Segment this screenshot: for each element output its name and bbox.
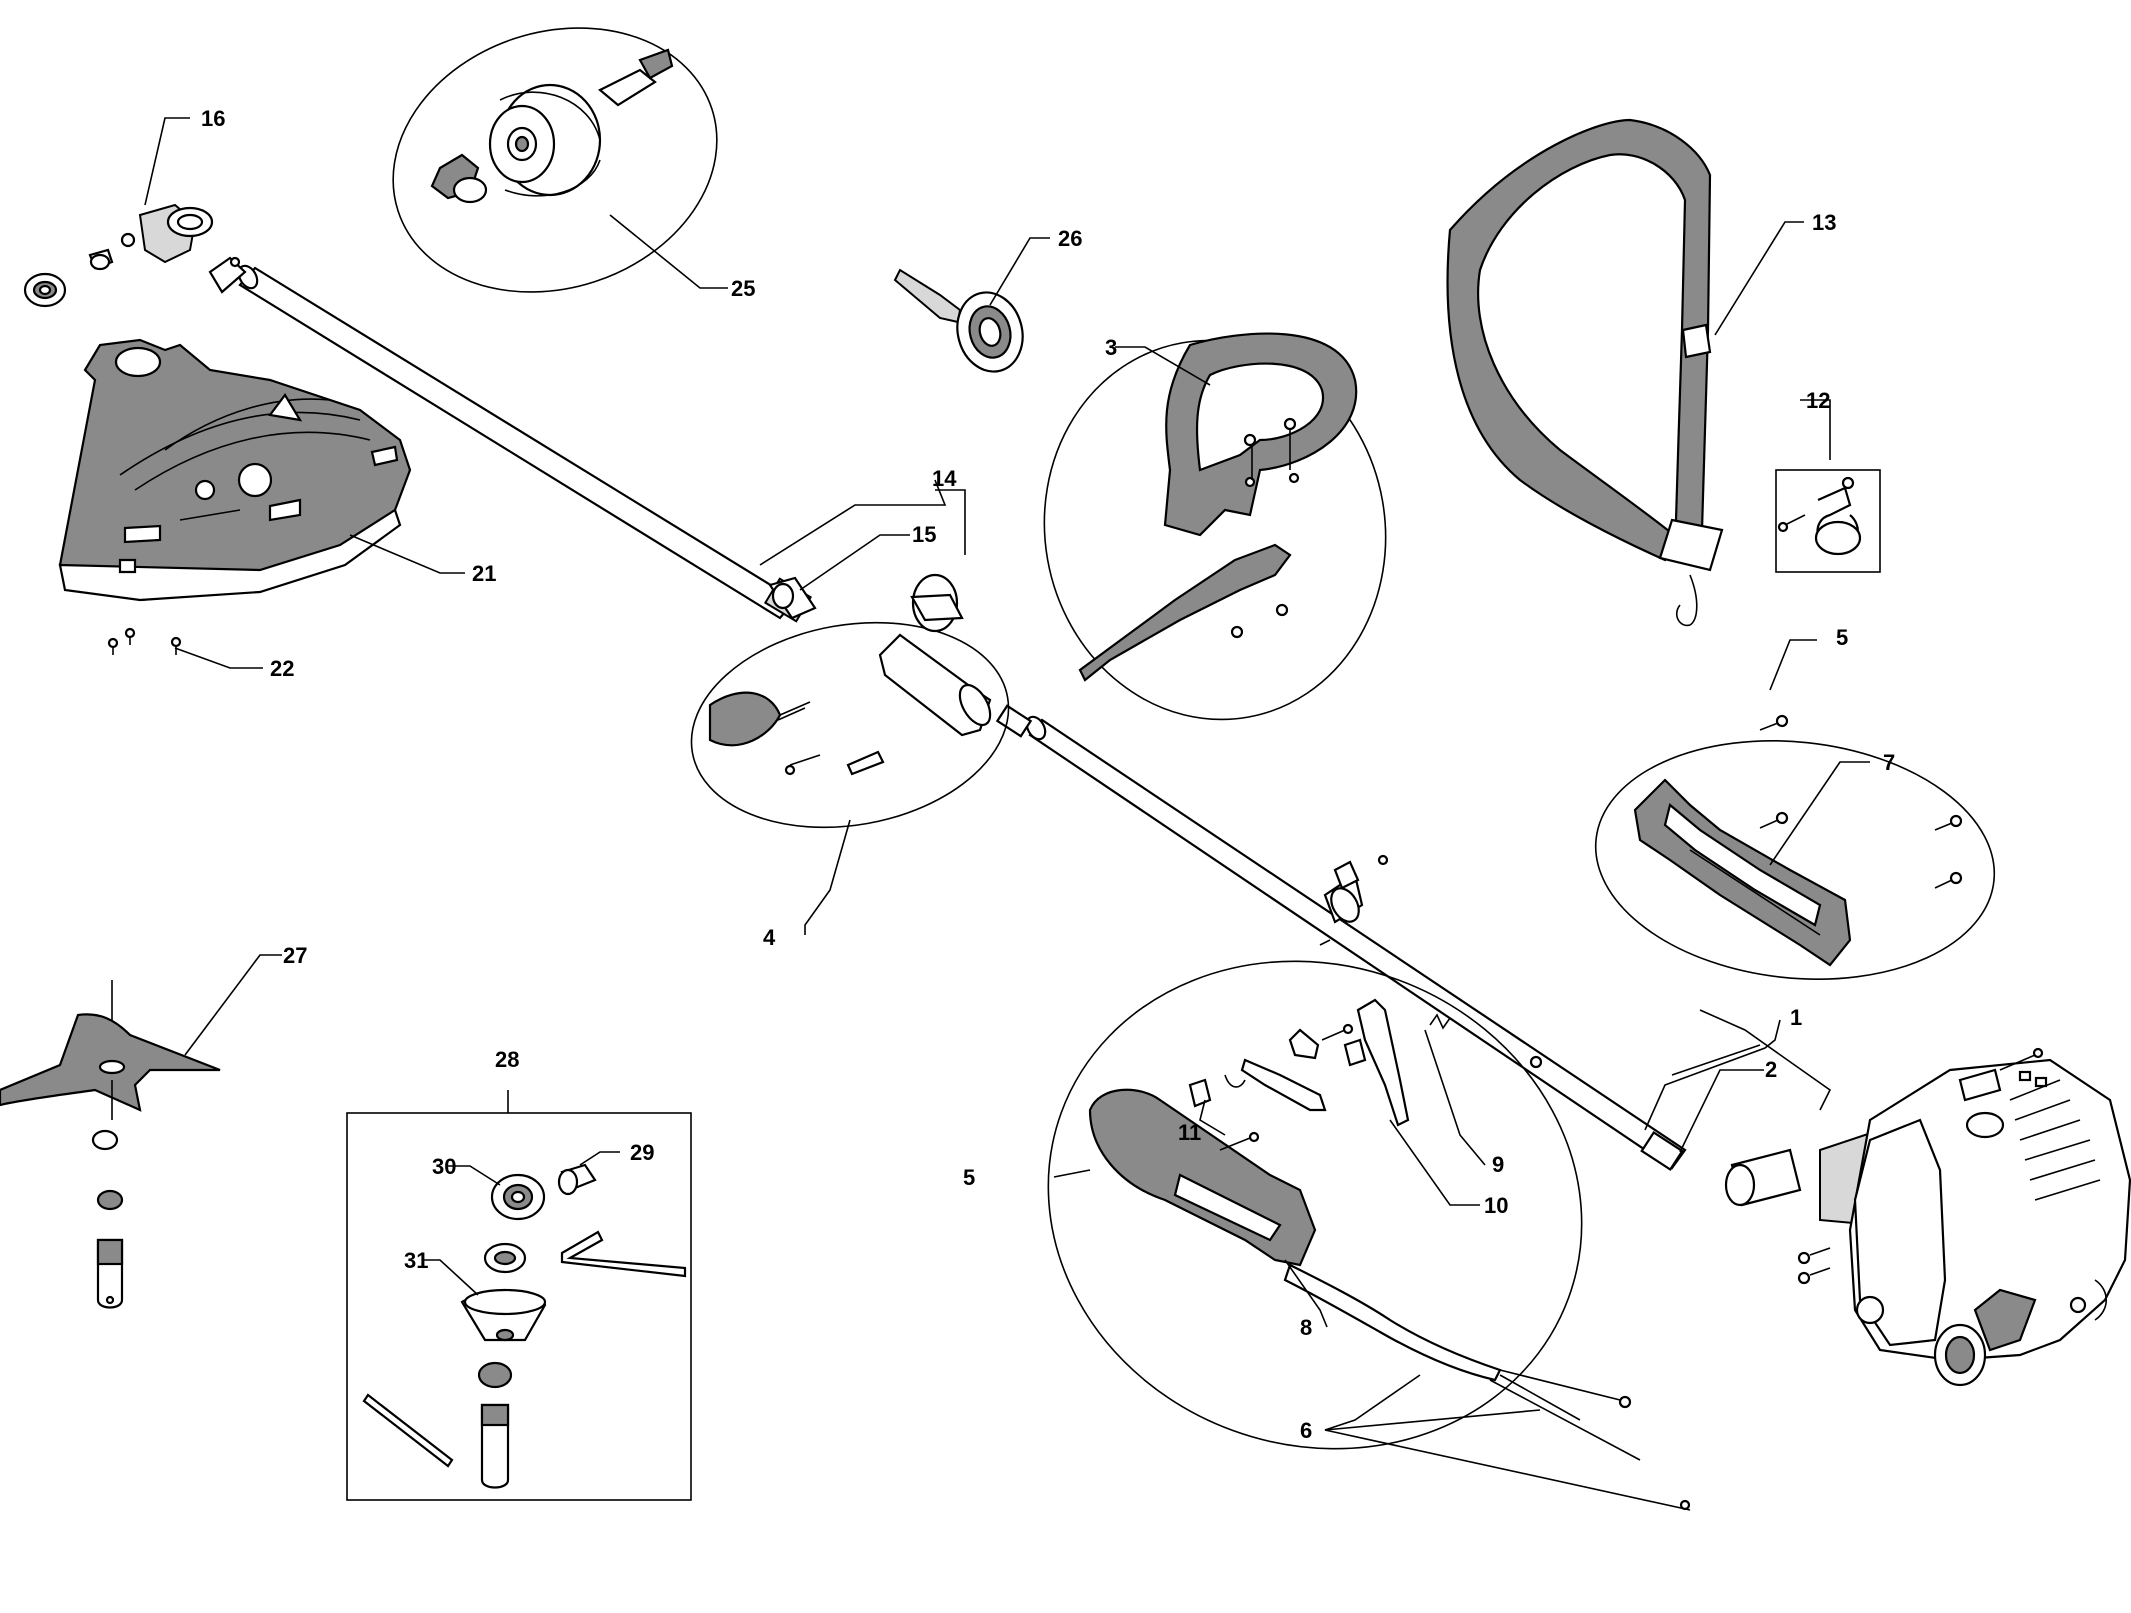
label-15: 15 bbox=[912, 522, 936, 547]
brush-blade-group bbox=[0, 980, 221, 1309]
label-3: 3 bbox=[1105, 335, 1117, 360]
leader-lines bbox=[144, 117, 1870, 1511]
label-28: 28 bbox=[495, 1047, 519, 1072]
label-8: 8 bbox=[1300, 1315, 1312, 1340]
label-10: 10 bbox=[1484, 1193, 1508, 1218]
label-6: 6 bbox=[1300, 1418, 1312, 1443]
label-16: 16 bbox=[201, 106, 225, 131]
label-2: 2 bbox=[1765, 1057, 1777, 1082]
front-handle-group bbox=[1047, 960, 1691, 1511]
label-12: 12 bbox=[1806, 388, 1830, 413]
label-7: 7 bbox=[1883, 750, 1895, 775]
hardware-kit-box bbox=[346, 1112, 692, 1501]
throttle-lever bbox=[893, 268, 1024, 373]
label-27: 27 bbox=[283, 943, 307, 968]
coupling-group bbox=[690, 573, 1010, 829]
label-26: 26 bbox=[1058, 226, 1082, 251]
label-14: 14 bbox=[932, 466, 957, 491]
part-labels: 1 2 3 4 5 5 6 7 8 9 10 11 12 13 14 15 16… bbox=[201, 106, 1895, 1443]
harness-clip-box bbox=[1775, 469, 1881, 573]
gear-head bbox=[88, 203, 247, 294]
label-30: 30 bbox=[432, 1154, 456, 1179]
label-1: 1 bbox=[1790, 1005, 1802, 1030]
label-11: 11 bbox=[1178, 1120, 1201, 1145]
lower-drive-tube bbox=[995, 704, 1687, 1172]
blade-guard bbox=[58, 338, 412, 602]
label-13: 13 bbox=[1812, 210, 1836, 235]
trimmer-head-group bbox=[392, 27, 718, 293]
guard-screws bbox=[107, 627, 182, 655]
label-29: 29 bbox=[630, 1140, 654, 1165]
rear-handle-group bbox=[1594, 714, 1996, 981]
label-25: 25 bbox=[731, 276, 755, 301]
coupler-sleeve bbox=[768, 576, 817, 620]
tube-clamp bbox=[1319, 854, 1389, 946]
label-4: 4 bbox=[763, 925, 776, 950]
loop-handle-group bbox=[1043, 332, 1387, 721]
engine-assembly bbox=[1724, 1047, 2131, 1387]
washer-nut bbox=[23, 272, 67, 308]
label-5-upper: 5 bbox=[1836, 625, 1848, 650]
label-21: 21 bbox=[472, 561, 496, 586]
label-5-lower: 5 bbox=[963, 1165, 975, 1190]
shoulder-strap bbox=[1446, 118, 1724, 627]
label-22: 22 bbox=[270, 656, 294, 681]
label-31: 31 bbox=[404, 1248, 428, 1273]
label-9: 9 bbox=[1492, 1152, 1504, 1177]
